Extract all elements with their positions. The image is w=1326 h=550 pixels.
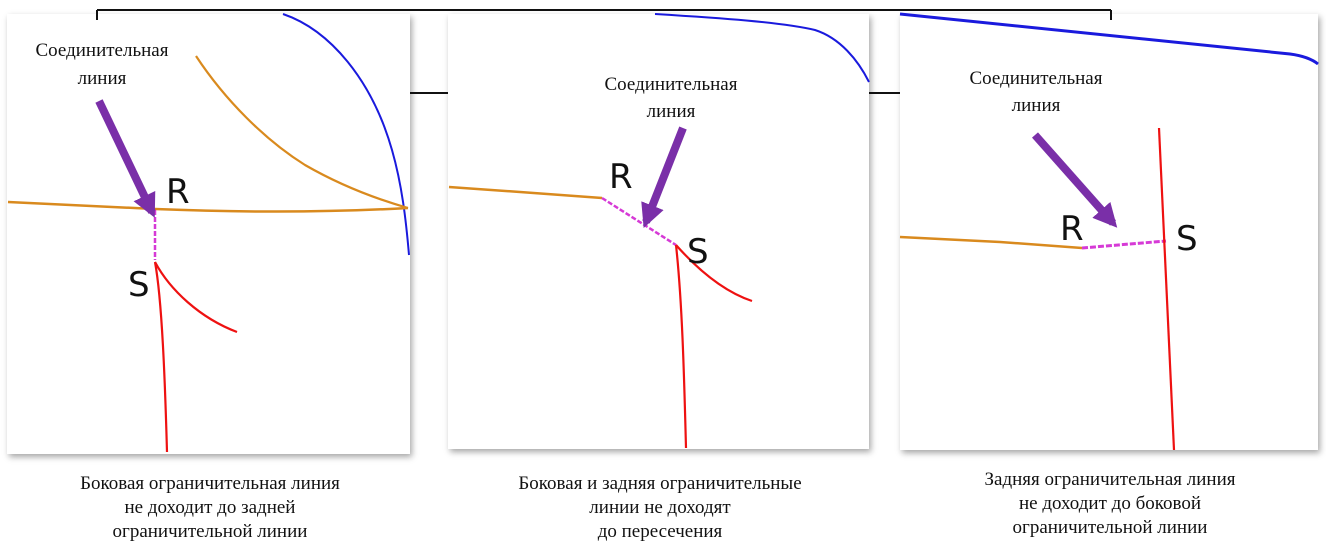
- rear-boundary-line: [899, 235, 1083, 250]
- panel-right: [900, 14, 1318, 450]
- connector-label-line2: линия: [78, 68, 127, 89]
- connector-arrow: [641, 126, 687, 228]
- point-r-label: R: [166, 172, 190, 212]
- road-edge-line: [282, 13, 410, 256]
- point-s-label: S: [687, 232, 709, 272]
- connector-label-line1: Соединительная: [36, 40, 169, 61]
- connecting-line: [1081, 239, 1167, 250]
- connector-arrow: [95, 99, 156, 218]
- panel-left: [7, 14, 410, 454]
- rear-boundary-line: [7, 200, 409, 213]
- connector-arrow: [1032, 132, 1118, 228]
- caption-right: Задняя ограничительная линия не доходит …: [984, 469, 1236, 538]
- road-edge-line: [654, 13, 870, 83]
- side-boundary-line: [1157, 127, 1176, 451]
- point-r-label: R: [609, 157, 633, 197]
- connector-label-line2: линия: [1012, 95, 1061, 116]
- connector-label-line1: Соединительная: [605, 74, 738, 95]
- connector-label-line1: Соединительная: [970, 68, 1103, 89]
- panel-middle-drawing: Соединительная линия R S: [448, 13, 870, 449]
- point-r-label: R: [1060, 209, 1084, 249]
- caption-middle: Боковая и задняя ограничительные линии н…: [518, 473, 802, 542]
- connector-label-line2: линия: [647, 101, 696, 122]
- side-boundary-line: [153, 261, 169, 453]
- rear-boundary-line: [448, 185, 603, 200]
- connecting-line: [601, 196, 677, 247]
- caption-left: Боковая ограничительная линия не доходит…: [80, 473, 340, 542]
- rear-boundary-line-upper: [195, 55, 409, 210]
- side-boundary-curve: [675, 244, 753, 303]
- panel-right-drawing: Соединительная линия R S: [899, 12, 1319, 451]
- side-boundary-line: [674, 244, 688, 449]
- panel-left-drawing: Соединительная линия R S: [7, 13, 410, 453]
- road-edge-line: [899, 12, 1319, 66]
- panel-middle: [448, 14, 869, 449]
- point-s-label: S: [1176, 219, 1198, 259]
- point-s-label: S: [128, 265, 150, 305]
- side-boundary-curve: [154, 261, 238, 334]
